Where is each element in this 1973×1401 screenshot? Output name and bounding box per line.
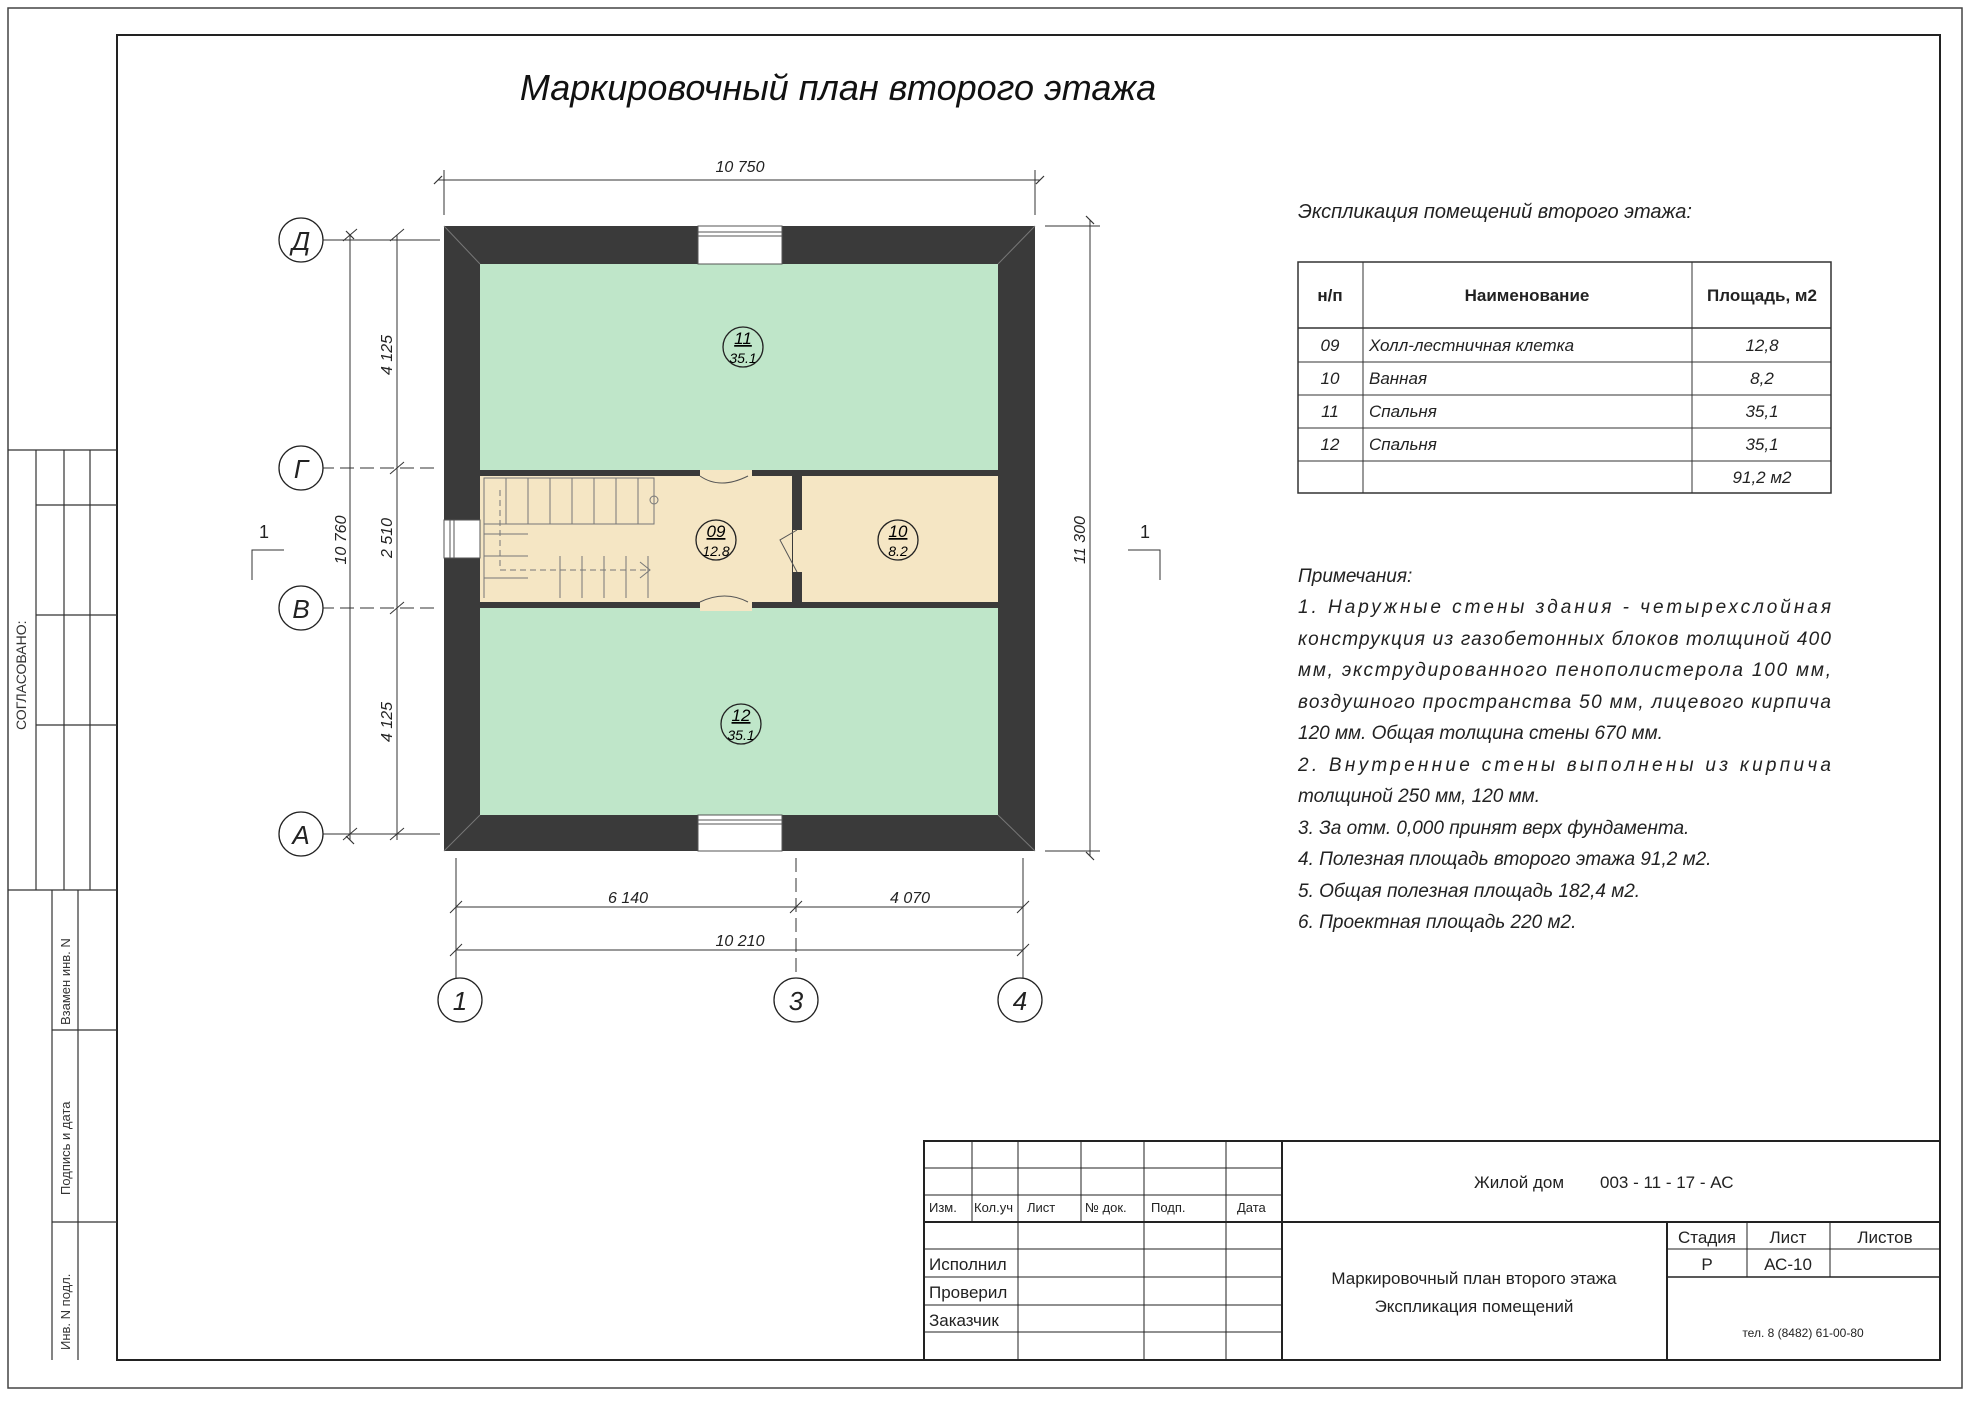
room-11-area: 35.1 [729,350,756,366]
table-row-1-name: Холл-лестничная клетка [1368,336,1574,355]
room-09-number: 09 [707,522,726,541]
dim-left-seg1: 4 125 [379,335,396,375]
table-total-area: 91,2 м2 [1733,468,1792,487]
room-marker-11: 11 35.1 [722,326,764,368]
stamp-col-date: Дата [1237,1200,1267,1215]
room-10-number: 10 [889,522,908,541]
room-12-fill [480,608,998,815]
dim-left-total: 10 760 [333,515,350,564]
agreed-label: СОГЛАСОВАНО: [13,621,29,731]
note-line-7: толщиной 250 мм, 120 мм. [1298,786,1540,807]
note-line-1: 1. Наружные стены здания - четырехслойна… [1298,597,1831,618]
stamp-code: 003 - 11 - 17 - АС [1600,1173,1734,1192]
axis-row-D: Д [289,226,310,256]
stamp-col-doc: № док. [1085,1200,1127,1215]
room-12-number: 12 [732,706,751,725]
room-10-fill [802,476,998,602]
notes-title: Примечания: [1298,566,1412,587]
stamp-role-customer: Заказчик [929,1311,999,1330]
table-row-3-name: Спальня [1369,402,1437,421]
explication-title: Экспликация помещений второго этажа: [1298,201,1692,223]
axis-col-4: 4 [1013,986,1027,1016]
stamp-sheets-label: Листов [1857,1228,1912,1247]
table-row-3-area: 35,1 [1745,402,1778,421]
page-title: Маркировочный план второго этажа [520,67,1156,108]
note-line-3: мм, экструдированного пенополистерола 10… [1298,660,1831,681]
stamp-role-checker: Проверил [929,1283,1007,1302]
outer-frame [7,7,1963,1389]
dim-top-total: 10 750 [716,159,765,176]
stamp-stage-value: Р [1701,1255,1712,1274]
dim-left-seg3: 4 125 [379,702,396,742]
stamp-col-list: Лист [1027,1200,1055,1215]
doors [699,470,802,611]
stamp-project: Жилой дом [1474,1173,1564,1192]
room-10-area: 8.2 [888,543,908,559]
room-11-number: 11 [734,329,752,348]
stairs [483,477,659,598]
stamp-col-sign: Подп. [1151,1200,1186,1215]
dim-left-seg2: 2 510 [379,518,396,559]
inv-orig-label: Инв. N подл. [58,1274,73,1350]
dim-bottom-seg1: 6 140 [608,890,648,907]
stamp-phone: тел. 8 (8482) 61-00-80 [1742,1326,1864,1340]
stamp-sheet-value: АС-10 [1764,1255,1812,1274]
room-09-fill [480,476,792,602]
sign-date-label: Подпись и дата [58,1101,73,1195]
note-line-9: 4. Полезная площадь второго этажа 91,2 м… [1298,849,1711,870]
table-row-2-area: 8,2 [1750,369,1774,388]
note-line-11: 6. Проектная площадь 220 м2. [1298,912,1576,933]
note-line-4: воздушного пространства 50 мм, лицевого … [1298,692,1831,713]
section-mark-left: 1 [259,522,269,542]
axis-row-G: Г [294,454,310,484]
table-row-2-num: 10 [1321,369,1340,388]
table-row-4-num: 12 [1321,435,1340,454]
note-line-8: 3. За отм. 0,000 принят верх фундамента. [1298,818,1689,839]
side-stamp [8,449,117,1360]
table-row-4-area: 35,1 [1745,435,1778,454]
dim-bottom-seg2: 4 070 [890,890,930,907]
axis-row-A: А [290,820,309,850]
room-09-area: 12.8 [702,543,729,559]
dimension-lines [251,170,1161,978]
stamp-col-kol: Кол.уч [974,1200,1013,1215]
dim-bottom-total: 10 210 [716,933,765,950]
windows [443,225,783,852]
stamp-sheet-title-1: Маркировочный план второго этажа [1331,1269,1617,1288]
section-mark-right: 1 [1140,522,1150,542]
axis-bubbles: Д Г В А 1 3 4 [278,217,1043,1023]
room-12-area: 35.1 [727,727,754,743]
room-marker-09: 09 12.8 [695,519,737,561]
stamp-sheet-label: Лист [1770,1228,1807,1247]
stamp-col-izm: Изм. [929,1200,957,1215]
room-marker-12: 12 35.1 [720,703,762,745]
dim-right-total: 11 300 [1072,516,1089,564]
stamp-stage-label: Стадия [1678,1228,1736,1247]
axis-row-V: В [292,594,309,624]
notes: Примечания: 1. Наружные стены здания - ч… [1297,566,1831,933]
title-block [923,1140,1941,1361]
note-line-10: 5. Общая полезная площадь 182,4 м2. [1298,881,1640,902]
replaced-inv-label: Взамен инв. N [58,938,73,1025]
explication-header-num: н/п [1317,286,1342,305]
note-line-5: 120 мм. Общая толщина стены 670 мм. [1298,723,1663,744]
axis-col-1: 1 [453,986,467,1016]
table-row-2-name: Ванная [1369,369,1427,388]
stamp-role-executor: Исполнил [929,1255,1007,1274]
floor-plan: 11 35.1 09 12.8 10 8.2 12 35.1 [443,225,1036,852]
dimension-labels: 10 750 11 300 10 760 4 125 2 510 4 125 6… [259,159,1150,950]
explication-header-area: Площадь, м2 [1707,286,1817,305]
explication-header-name: Наименование [1465,286,1590,305]
axis-col-3: 3 [789,986,804,1016]
note-line-6: 2. Внутренние стены выполнены из кирпича [1297,755,1831,776]
table-row-3-num: 11 [1321,402,1339,421]
table-row-4-name: Спальня [1369,435,1437,454]
table-row-1-num: 09 [1321,336,1340,355]
room-marker-10: 10 8.2 [877,519,919,561]
table-row-1-area: 12,8 [1745,336,1779,355]
note-line-2: конструкция из газобетонных блоков толщи… [1298,629,1831,650]
stamp-sheet-title-2: Экспликация помещений [1375,1297,1574,1316]
explication-table [1297,261,1832,494]
